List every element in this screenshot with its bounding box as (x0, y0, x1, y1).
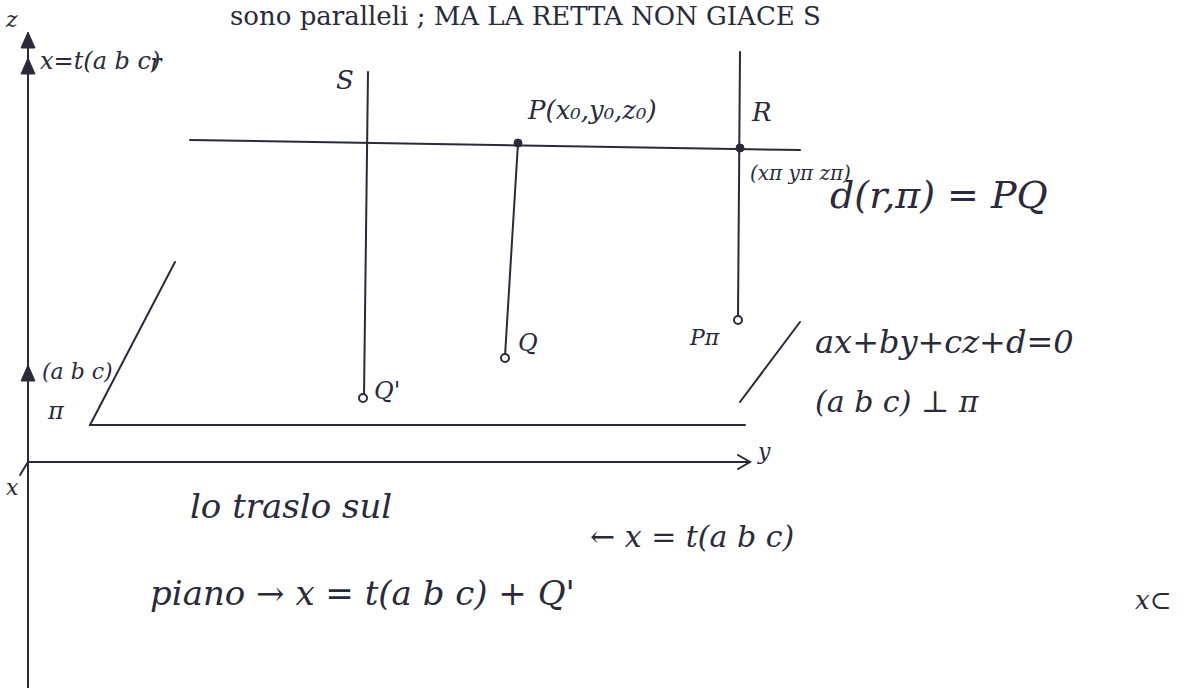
math-label: π (48, 398, 64, 424)
line-normal (738, 52, 740, 318)
math-label: Q (518, 330, 538, 356)
math-label: ax+by+cz+d=0 (815, 325, 1074, 360)
plane-edge (90, 424, 745, 426)
point (501, 354, 509, 362)
perpendicular-segment (505, 143, 518, 356)
y-axis (28, 461, 750, 463)
math-label: d(r,π) = PQ (830, 175, 1048, 217)
vector-arrowhead (21, 365, 35, 381)
axis-arrowhead (738, 455, 750, 469)
math-label: Q' (374, 378, 400, 404)
plane-edge (90, 262, 175, 425)
math-label: (a b c) (42, 360, 113, 384)
math-label: (a b c) ⊥ π (815, 385, 978, 418)
point (736, 144, 744, 152)
math-label: piano → x = t(a b c) + Q' (150, 575, 575, 612)
math-label: R (752, 98, 772, 127)
math-label: ← x = t(a b c) (590, 520, 794, 553)
plane-edge (740, 322, 800, 402)
math-label: x=t(a b c) (40, 48, 160, 74)
point (514, 139, 522, 147)
math-label: lo traslo sul (190, 488, 392, 525)
point (734, 316, 742, 324)
math-label: x (6, 476, 18, 500)
math-label: Pπ (690, 326, 719, 350)
math-label: r (150, 50, 161, 76)
line-s (364, 72, 368, 396)
point (359, 394, 367, 402)
math-label: y (758, 440, 770, 464)
math-label: P(x₀,y₀,z₀) (528, 96, 657, 125)
math-label: S (336, 66, 354, 95)
x-axis (20, 462, 28, 475)
math-label: x⊂ (1135, 586, 1171, 615)
line-r (190, 140, 800, 150)
vector-arrowhead (21, 58, 35, 74)
axis-arrowhead (21, 32, 35, 48)
heading-note: sono paralleli ; MA LA RETTA NON GIACE S (230, 2, 821, 31)
math-label: z (6, 8, 18, 32)
